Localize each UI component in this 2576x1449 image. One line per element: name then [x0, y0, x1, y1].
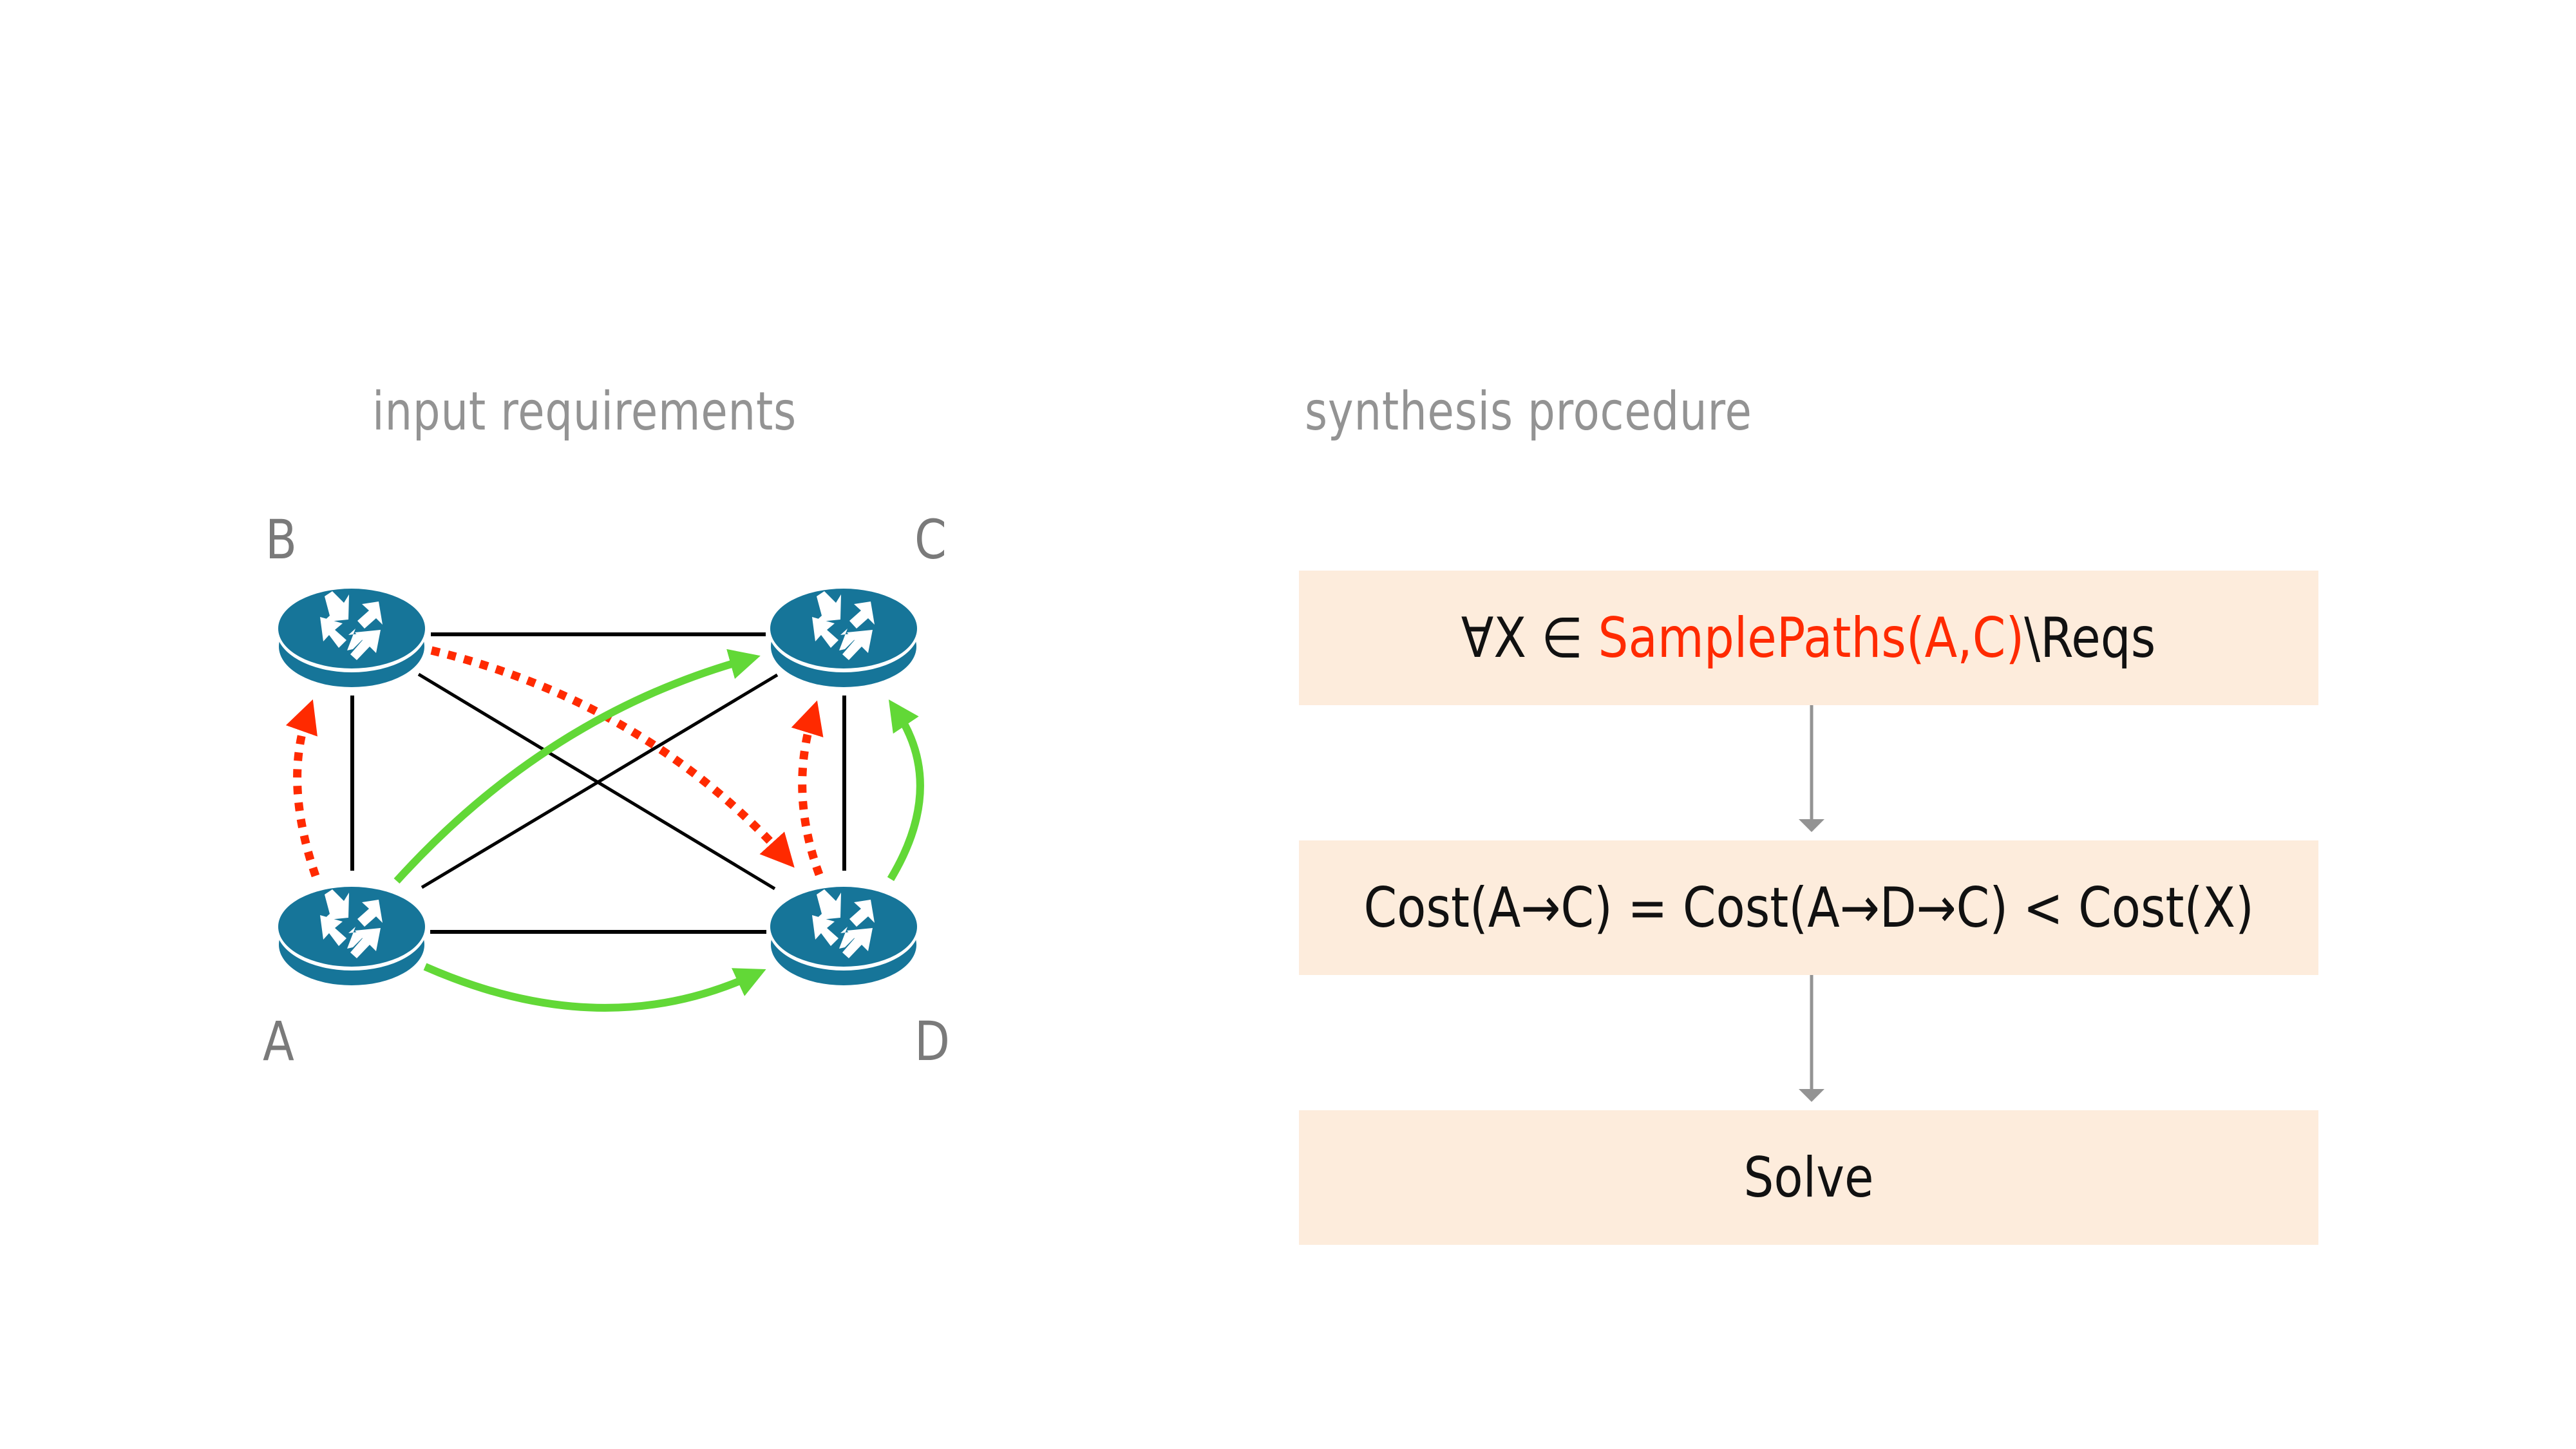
sample-paths-highlight: SamplePaths(A,C): [1598, 605, 2025, 670]
forbidden-path-A-B: [285, 699, 320, 878]
required-path-A-D: [423, 963, 766, 1012]
node-label-B: B: [265, 508, 297, 571]
link-A-C: [421, 673, 779, 889]
required-path-D-C: [887, 699, 924, 882]
forbidden-path-B-D: [430, 646, 795, 868]
step-formula: Cost(A→C) = Cost(A→D→C) < Cost(X): [1363, 875, 2254, 940]
node-label-C: C: [914, 508, 947, 571]
procedure-step-cost-constraint: Cost(A→C) = Cost(A→D→C) < Cost(X): [1299, 840, 2318, 975]
required-path-A-C: [393, 649, 761, 884]
input-requirements-title: input requirements: [372, 381, 797, 442]
procedure-step-solve: Solve: [1299, 1110, 2318, 1245]
step-suffix: \Reqs: [2024, 605, 2156, 670]
procedure-step-sample-paths: ∀X ∈ SamplePaths(A,C)\Reqs: [1299, 571, 2318, 705]
synthesis-procedure-title: synthesis procedure: [1305, 381, 1752, 442]
forbidden-path-D-C: [791, 700, 824, 876]
node-label-D: D: [914, 1010, 950, 1073]
step-formula: ∀X ∈ SamplePaths(A,C)\Reqs: [1461, 606, 2155, 670]
node-label-A: A: [263, 1010, 294, 1073]
step-prefix: ∀X ∈: [1461, 605, 1598, 670]
step-formula: Solve: [1743, 1145, 1874, 1210]
